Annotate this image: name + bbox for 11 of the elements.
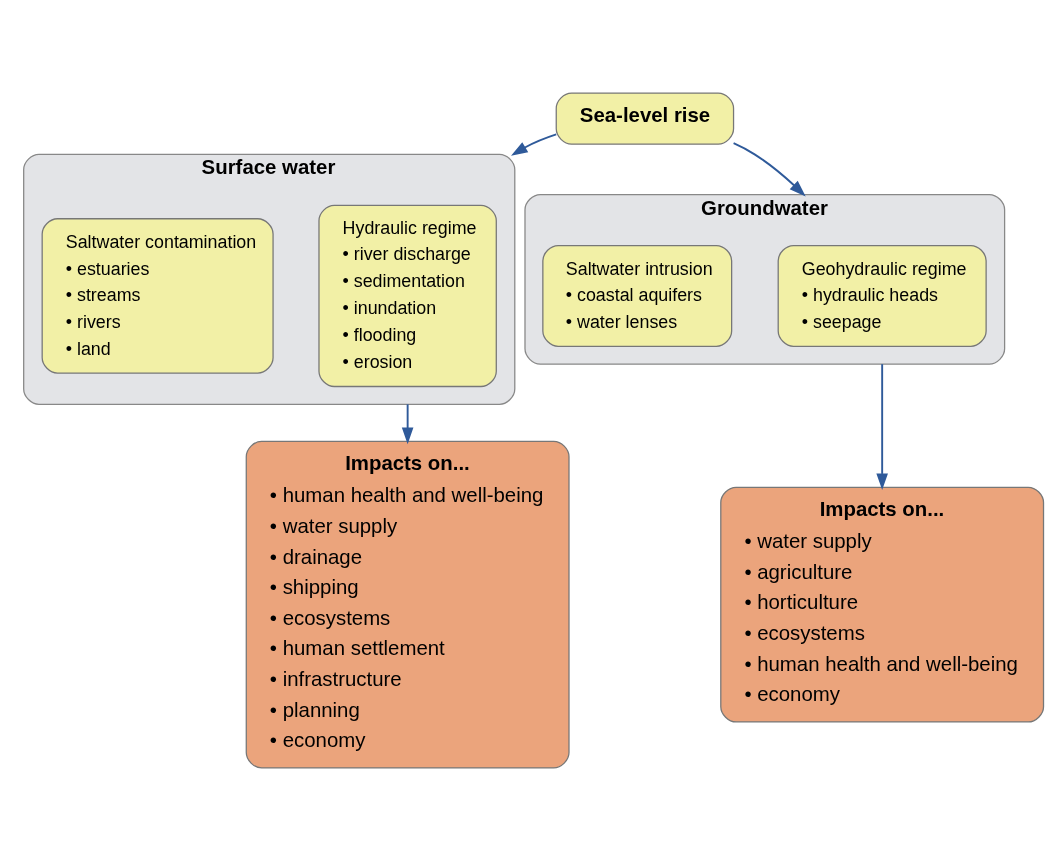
node-box: Impacts on... • water supply • agriculture • horticulture • ecosystems • human health and well-being • economy xyxy=(720,486,1045,723)
node-box: Geohydraulic regime • hydraulic heads • seepage xyxy=(777,244,987,347)
arrow xyxy=(511,133,558,156)
node-box: Sea-level rise xyxy=(555,92,735,145)
node-box: Saltwater contamination • estuaries • streams • rivers • land xyxy=(41,218,274,374)
node-box: Saltwater intrusion • coastal aquifers • water lenses xyxy=(542,244,733,347)
arrow xyxy=(732,142,806,197)
node-box: Hydraulic regime • river discharge • sedimentation • inundation • flooding • erosion xyxy=(318,204,497,388)
arrow xyxy=(876,363,888,491)
arrow xyxy=(401,403,414,445)
node-box: Impacts on... • human health and well-being • water supply • drainage • shipping • ecosystems • human settlement • infrastructure • planning • economy xyxy=(245,440,570,769)
